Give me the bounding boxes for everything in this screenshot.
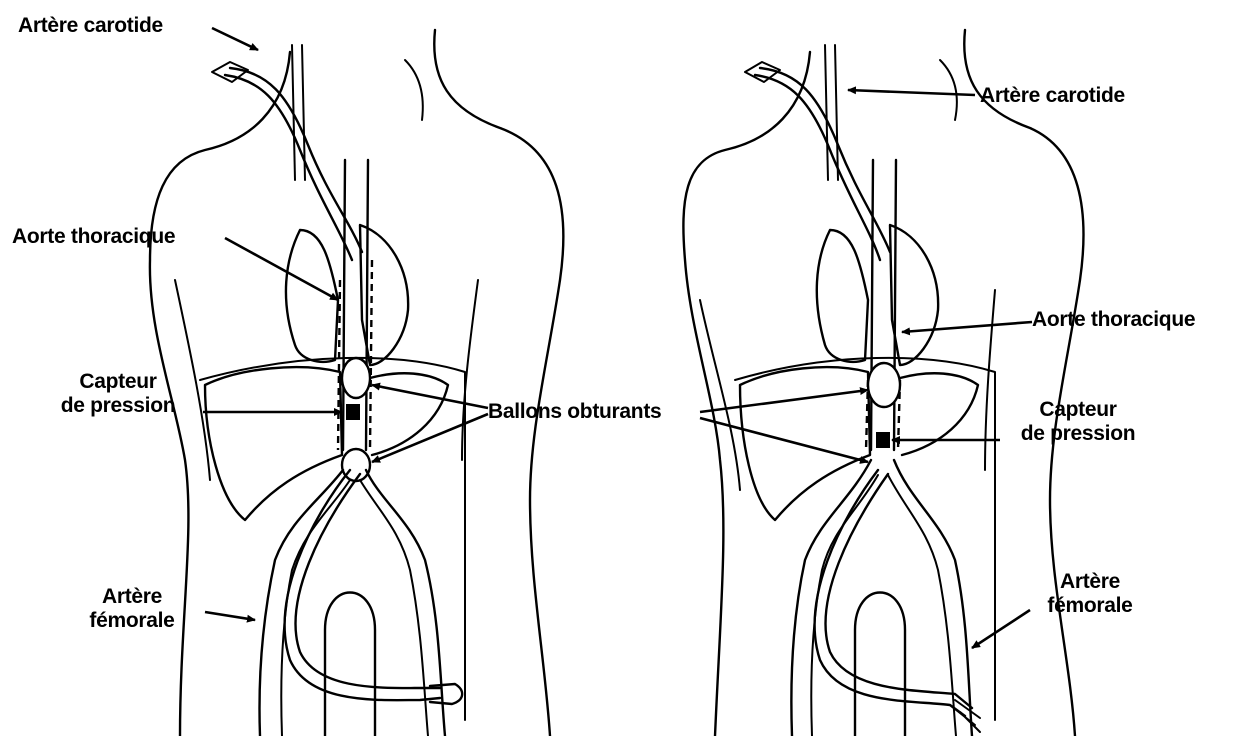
right-balloon-upper: [868, 363, 900, 407]
right-iliac-inner-left: [811, 475, 878, 736]
left-figure: [150, 30, 563, 736]
right-neck-line: [940, 60, 957, 120]
left-aorta-wall-left: [343, 160, 345, 450]
left-catheter-loop: [285, 470, 440, 700]
left-carotid-vessel-b: [230, 68, 362, 252]
left-pelvis-u: [325, 593, 375, 737]
right-arm-line-right: [985, 290, 995, 470]
left-sensor-label-line2: de pression: [38, 394, 198, 418]
left-femoral-label: Artère fémorale: [62, 585, 202, 633]
right-figure: [683, 30, 1083, 736]
left-sensor-label: Capteur de pression: [38, 370, 198, 418]
right-aorta-wall-left: [871, 160, 873, 450]
left-femoral-pointer: [205, 612, 255, 620]
right-aorta-wall-right: [894, 160, 896, 450]
right-neck-vessel-1: [825, 45, 828, 180]
balloons-pointer-left-upper: [372, 385, 488, 408]
right-heart: [890, 225, 938, 365]
right-carotid-vessel-b: [760, 68, 890, 252]
left-iliac-right: [366, 470, 445, 736]
right-liver: [740, 367, 870, 520]
left-aorta-wall-right: [366, 160, 368, 450]
right-femoral-label-line1: Artère: [1020, 570, 1160, 594]
right-aorta-pointer: [902, 322, 1032, 332]
left-stomach: [370, 373, 448, 455]
right-lung: [817, 230, 868, 362]
right-pelvis-u: [855, 593, 905, 737]
left-neck-line: [405, 60, 423, 120]
left-body-outline-right: [434, 30, 563, 736]
left-carotid-vessel-a: [225, 75, 352, 260]
left-iliac-left: [260, 470, 343, 736]
pointer-arrows: [203, 28, 1032, 648]
right-femoral-label-line2: fémorale: [1020, 594, 1160, 618]
left-catheter-loop-b: [296, 474, 440, 688]
right-sensor-label-line1: Capteur: [998, 398, 1158, 422]
left-pressure-sensor: [346, 404, 360, 420]
right-catheter-loop-b: [826, 474, 972, 708]
left-femoral-label-line2: fémorale: [62, 609, 202, 633]
left-carotid-label: Artère carotide: [18, 14, 163, 38]
right-body-outline-left: [683, 52, 810, 736]
left-aorta-label: Aorte thoracique: [12, 225, 175, 249]
left-femoral-label-line1: Artère: [62, 585, 202, 609]
left-balloon-upper: [342, 358, 370, 398]
left-iliac-inner-left: [281, 480, 350, 736]
right-aorta-label: Aorte thoracique: [1032, 308, 1195, 332]
left-liver: [205, 367, 342, 520]
right-stomach: [900, 373, 978, 455]
right-carotid-label: Artère carotide: [980, 84, 1125, 108]
left-aorta-pointer: [225, 238, 338, 300]
right-femoral-label: Artère fémorale: [1020, 570, 1160, 618]
right-sensor-label-line2: de pression: [998, 422, 1158, 446]
right-sensor-label: Capteur de pression: [998, 398, 1158, 446]
right-iliac-left: [791, 460, 871, 736]
left-aorta-dashed-right: [370, 260, 372, 450]
balloons-label: Ballons obturants: [488, 400, 661, 424]
left-sensor-label-line1: Capteur: [38, 370, 198, 394]
right-body-outline-right: [964, 30, 1083, 736]
right-diaphragm-line: [735, 358, 995, 720]
right-pressure-sensor: [876, 432, 890, 448]
right-neck-vessel-2: [835, 45, 838, 180]
balloons-pointer-right-lower: [700, 418, 868, 462]
left-carotid-pointer: [212, 28, 258, 50]
